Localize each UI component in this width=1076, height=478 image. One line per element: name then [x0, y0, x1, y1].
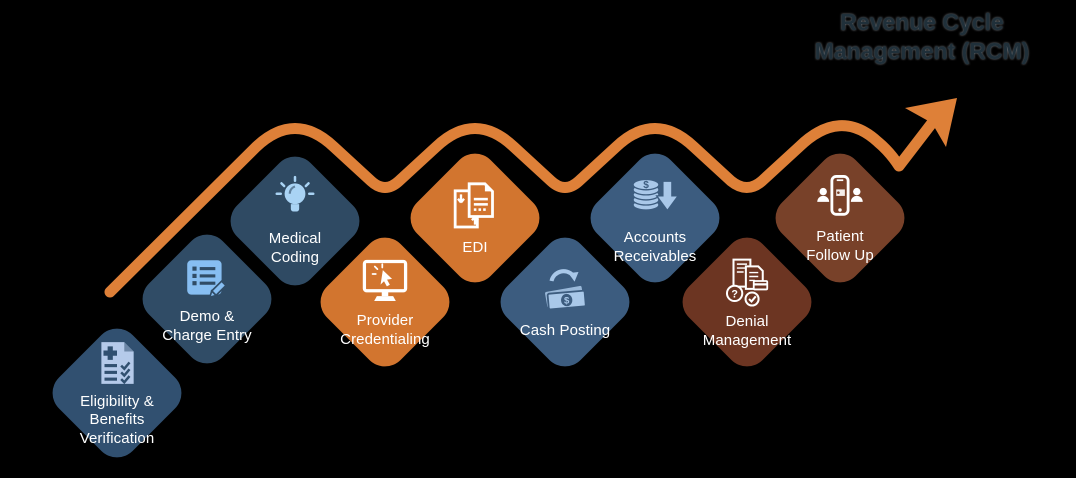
step-edi: EDI: [400, 143, 550, 293]
step-cash-posting: $ Cash Posting: [490, 227, 640, 377]
svg-text:?: ?: [731, 289, 738, 301]
svg-text:$: $: [643, 180, 649, 191]
step-label: Accounts Receivables: [613, 229, 697, 265]
title-line-2: Management (RCM): [814, 38, 1030, 65]
step-content: Medical Coding: [220, 146, 370, 296]
step-content: $ Cash Posting: [490, 227, 640, 377]
growth-line: [104, 117, 938, 298]
step-content: Patient Follow Up: [765, 143, 915, 293]
step-medical-coding: Medical Coding: [220, 146, 370, 296]
step-label: Medical Coding: [268, 230, 322, 266]
step-label: EDI: [462, 239, 488, 257]
edi-documents-icon: [447, 178, 503, 234]
title-line-1: Revenue Cycle: [840, 9, 1004, 35]
step-content: Eligibility & Benefits Verification: [42, 318, 192, 468]
denial-docs-icon: ?: [720, 254, 774, 308]
step-label: Denial Management: [702, 313, 792, 349]
step-label: Demo & Charge Entry: [162, 308, 252, 344]
coins-arrow-icon: $: [628, 170, 682, 224]
step-provider-credentialing: Provider Credentialing: [310, 227, 460, 377]
step-demo-charge-entry: Demo & Charge Entry: [132, 224, 282, 374]
step-content: EDI: [400, 143, 550, 293]
step-label: Patient Follow Up: [806, 228, 874, 264]
step-label: Cash Posting: [519, 322, 611, 340]
arrowhead-icon: [905, 98, 957, 147]
step-eligibility-benefits-verification: Eligibility & Benefits Verification: [42, 318, 192, 468]
phone-people-icon: [814, 171, 866, 223]
step-accounts-receivables: $ Accounts Receivables: [580, 143, 730, 293]
checklist-clipboard-icon: [92, 338, 142, 388]
step-content: Provider Credentialing: [310, 227, 460, 377]
step-label: Eligibility & Benefits Verification: [79, 393, 155, 447]
step-patient-follow-up: Patient Follow Up: [765, 143, 915, 293]
svg-text:$: $: [564, 296, 570, 307]
monitor-cursor-icon: [359, 255, 411, 307]
diagram-title: Revenue Cycle Management (RCM): [796, 8, 1048, 67]
step-label: Provider Credentialing: [340, 312, 430, 348]
notepad-pencil-icon: [182, 253, 232, 303]
step-content: ? Denial Management: [672, 227, 822, 377]
step-content: Demo & Charge Entry: [132, 224, 282, 374]
step-denial-management: ? Denial Management: [672, 227, 822, 377]
cash-arrow-icon: $: [538, 263, 592, 317]
lightbulb-icon: [270, 175, 320, 225]
step-content: $ Accounts Receivables: [580, 143, 730, 293]
